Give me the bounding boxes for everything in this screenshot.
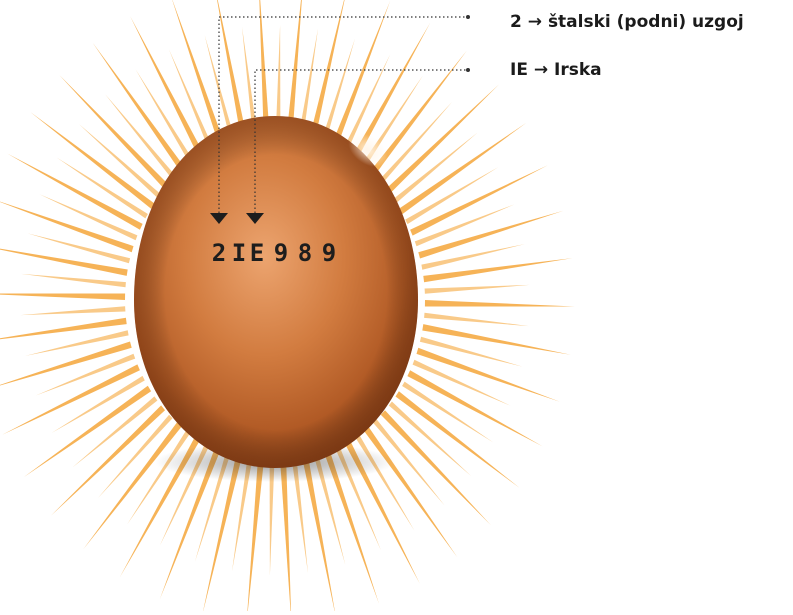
annotation-meaning: Irska [554,60,602,80]
sunburst-ray [105,94,177,180]
sunburst-ray [396,391,520,488]
egg-code-char: 9 [322,239,336,267]
sunburst-ray [51,405,165,515]
sunburst-ray [399,123,526,214]
sunburst-ray [20,306,125,315]
sunburst-ray [420,337,523,367]
leader-dot-country [466,68,470,72]
sunburst-ray [425,285,530,294]
egg-code-char: I [232,239,246,267]
sunburst-ray [280,462,291,612]
sunburst-ray [385,84,499,194]
arrow-right-icon: → [528,12,542,32]
leader-dot-farming-method [466,15,470,19]
sunburst-ray [24,386,151,477]
sunburst-ray [381,410,491,525]
egg-edge-shading [134,116,418,468]
sunburst-ray [31,112,155,209]
sunburst-ray [0,245,128,276]
egg-code-char: E [250,239,264,267]
sunburst-ray [59,75,169,190]
sunburst-ray [0,294,125,301]
sunburst-ray [425,300,575,307]
annotation-country: IE → Irska [510,60,602,80]
sunburst-ray [21,274,126,287]
sunburst-ray [364,427,458,558]
egg-code-char: 2 [212,239,226,267]
egg-code-char: 8 [298,239,312,267]
egg-code-char: 9 [274,239,288,267]
sunburst-ray [7,154,142,230]
sunburst-ray [424,313,529,326]
sunburst-ray [247,461,264,611]
sunburst-ray [389,402,471,477]
annotation-meaning: štalski (podni) uzgoj [548,12,744,32]
sunburst-ray [422,324,570,355]
sunburst-ray [93,43,187,174]
annotation-code: 2 [510,12,522,32]
sunburst-ray [378,102,453,185]
arrow-right-icon: → [534,60,548,80]
sunburst-ray [2,364,140,434]
sunburst-ray [79,124,161,199]
annotation-code: IE [510,60,528,80]
sunburst-ray [407,370,542,446]
sunburst-ray [28,233,131,263]
annotation-farming-method: 2 → štalski (podni) uzgoj [510,12,744,32]
sunburst-ray [410,165,548,235]
